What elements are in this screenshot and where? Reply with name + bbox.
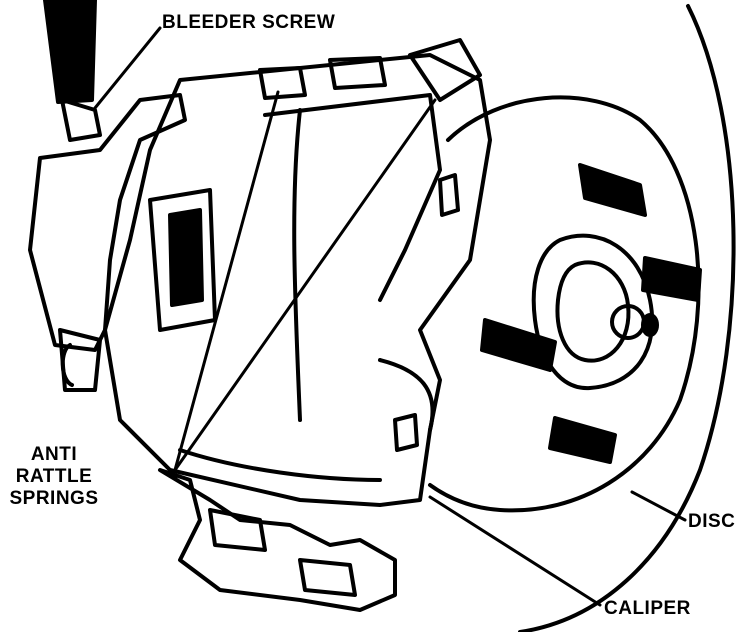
- leader-anti-rattle-2: [173, 98, 437, 472]
- steering-knuckle: [28, 93, 187, 392]
- label-caliper: CALIPER: [604, 598, 691, 619]
- label-anti-rattle-springs-line1: ANTI: [30, 444, 78, 465]
- leader-anti-rattle-1: [173, 90, 280, 472]
- hub-assembly: [531, 233, 659, 391]
- leader-lines: [93, 26, 687, 607]
- label-bleeder-screw: BLEEDER SCREW: [162, 12, 336, 33]
- caliper-body: [103, 38, 492, 507]
- wheel-stud-top: [578, 163, 647, 217]
- wheel-stud-right: [641, 256, 702, 302]
- disc-rotor: [428, 4, 736, 632]
- brake-line: [43, 0, 102, 142]
- leader-caliper: [428, 495, 602, 607]
- wheel-stud-left: [480, 318, 557, 372]
- label-disc: DISC: [688, 511, 736, 532]
- caliper-bracket-lower: [158, 448, 397, 612]
- leader-bleeder-screw: [93, 26, 162, 110]
- label-anti-rattle-springs-line2: RATTLE: [15, 466, 93, 487]
- label-anti-rattle-springs-line3: SPRINGS: [9, 488, 99, 509]
- wheel-stud-bottom: [548, 416, 617, 464]
- label-anti-rattle-springs: ANTI RATTLE SPRINGS: [4, 444, 104, 510]
- leader-disc: [630, 490, 687, 522]
